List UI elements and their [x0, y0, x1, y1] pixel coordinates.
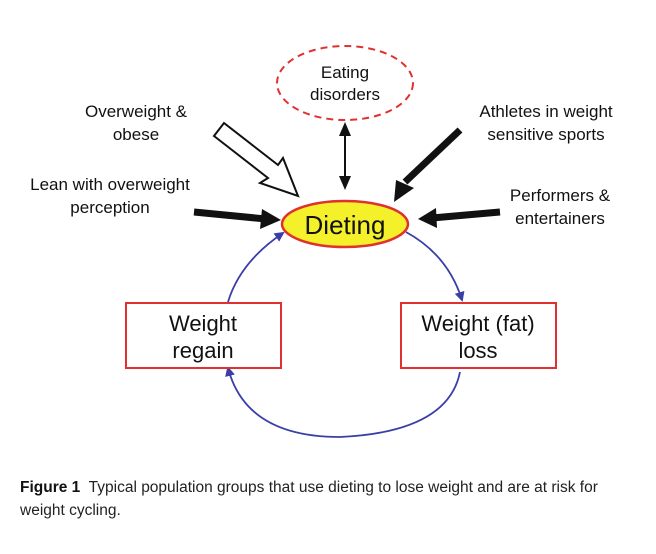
lean-label-1: Lean with overweight: [30, 175, 190, 194]
dieting-label: Dieting: [305, 210, 386, 240]
eating-disorders-label-1: Eating: [321, 63, 369, 82]
performers-label-2: entertainers: [515, 209, 605, 228]
overweight-obese-label-2: obese: [113, 125, 159, 144]
caption-text: Typical population groups that use dieti…: [20, 479, 598, 519]
weight-loss-box: [400, 302, 557, 369]
weight-loss-label-1: Weight (fat): [421, 311, 534, 336]
figure-caption: Figure 1 Typical population groups that …: [20, 476, 630, 522]
eating-disorders-label-2: disorders: [310, 85, 380, 104]
athletes-label-1: Athletes in weight: [479, 102, 613, 121]
weight-cycle: [225, 231, 465, 438]
athletes-arrow: [394, 127, 463, 202]
performers-label-1: Performers &: [510, 186, 611, 205]
athletes-label-2: sensitive sports: [487, 125, 604, 144]
performers-arrow: [418, 208, 501, 228]
dieting-node: [280, 199, 410, 249]
lean-label-2: perception: [70, 198, 149, 217]
bidirectional-arrow: [339, 122, 351, 190]
weight-loss-label-2: loss: [458, 338, 497, 363]
weight-regain-box: [125, 302, 282, 369]
eating-disorders-node: [276, 45, 414, 121]
weight-regain-label-1: Weight: [169, 311, 237, 336]
lean-arrow: [193, 208, 281, 229]
overweight-obese-label-1: Overweight &: [85, 102, 188, 121]
weight-regain-label-2: regain: [172, 338, 233, 363]
hollow-arrow: [212, 121, 300, 198]
caption-label: Figure 1: [20, 479, 81, 496]
